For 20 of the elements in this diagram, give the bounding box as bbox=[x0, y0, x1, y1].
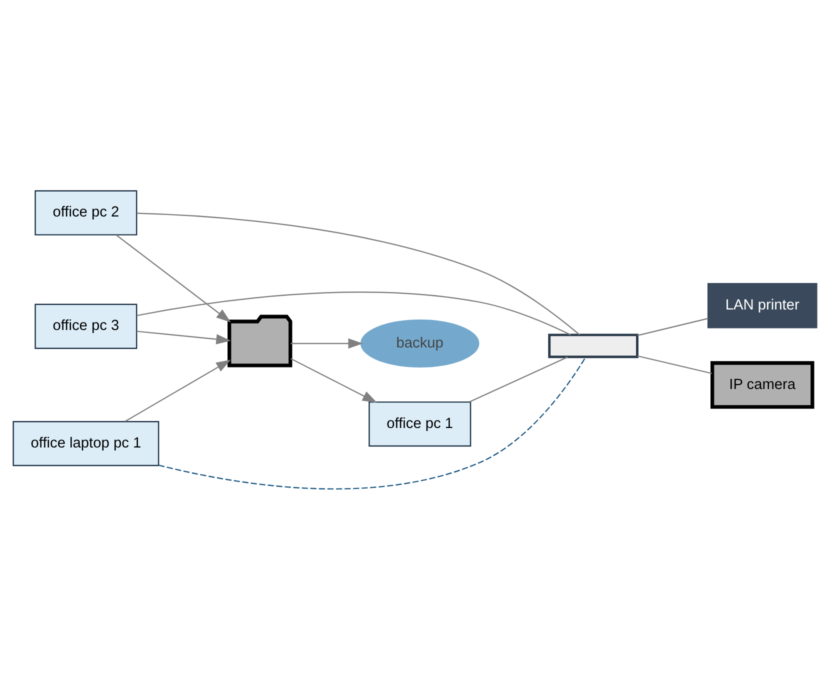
arrow bbox=[136, 330, 231, 344]
arrow bbox=[124, 359, 231, 422]
node-box bbox=[548, 333, 638, 358]
connector bbox=[469, 356, 568, 402]
node-box: office pc 2 bbox=[34, 190, 138, 235]
node-box: LAN printer bbox=[707, 282, 818, 328]
connector bbox=[158, 356, 586, 489]
arrow bbox=[290, 338, 363, 348]
node-box: office pc 1 bbox=[368, 400, 472, 446]
connector bbox=[136, 212, 580, 335]
connector bbox=[136, 291, 571, 335]
connector bbox=[637, 354, 712, 374]
connector bbox=[637, 317, 708, 336]
node-box: office laptop pc 1 bbox=[12, 420, 160, 466]
node-ellipse: backup bbox=[360, 318, 480, 367]
arrow bbox=[290, 358, 378, 402]
node-folder bbox=[228, 314, 292, 367]
arrow bbox=[116, 234, 231, 322]
node-box: IP camera bbox=[710, 360, 814, 408]
node-box: office pc 3 bbox=[34, 303, 138, 348]
